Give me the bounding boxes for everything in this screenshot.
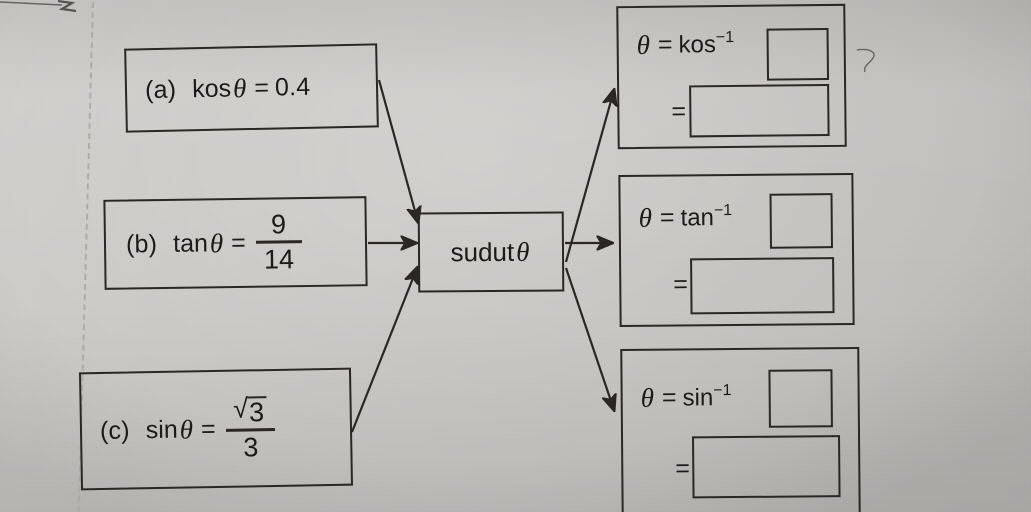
input-b-equals: = (230, 228, 246, 257)
center-node-label: sudut (450, 236, 515, 267)
stray-pencil-mark-top-right (855, 46, 895, 80)
output-kos-equals: = (657, 30, 673, 59)
input-c-numerator: √3 (225, 393, 275, 429)
input-c-radicand: 3 (247, 396, 268, 427)
output-kos-exponent: −1 (715, 28, 735, 46)
input-box-b[interactable]: (b) tan θ = 9 14 (103, 196, 368, 290)
output-sin-answer-blank-2[interactable] (692, 435, 841, 499)
output-tan-second-equals: = (673, 270, 689, 299)
input-a-marker: (a) (144, 75, 177, 104)
output-kos-answer-blank-1[interactable] (766, 27, 830, 81)
input-a-value: 0.4 (274, 72, 311, 102)
center-node-sudut[interactable]: sudut θ (417, 211, 565, 293)
output-sin-exponent: −1 (713, 381, 732, 399)
input-c-marker: (c) (99, 416, 131, 445)
input-c-equals: = (200, 414, 216, 443)
output-sin-line1: θ = sin−1 (639, 382, 732, 414)
input-a-function: kos (191, 73, 232, 103)
input-a-equals: = (254, 73, 270, 102)
input-a-theta-symbol: θ (232, 72, 247, 103)
output-kos-answer-blank-2[interactable] (689, 83, 830, 138)
input-c-denominator: 3 (243, 432, 259, 463)
input-box-c[interactable]: (c) sin θ = √3 3 (78, 367, 354, 491)
output-sin-theta-symbol: θ (640, 382, 655, 413)
input-c-function: sin (145, 415, 178, 444)
input-b-theta-symbol: θ (209, 227, 224, 258)
output-kos-line1: θ = kos−1 (635, 28, 735, 61)
input-b-function: tan (172, 228, 209, 258)
input-box-a[interactable]: (a) kos θ = 0.4 (124, 43, 379, 133)
output-sin-function: sin (682, 383, 714, 412)
output-box-tan[interactable]: θ = tan−1 = (618, 172, 855, 328)
output-tan-exponent: −1 (713, 201, 733, 219)
output-tan-function: tan (680, 203, 715, 231)
center-node-theta-symbol: θ (516, 236, 530, 267)
stray-pencil-mark-top-left (0, 0, 96, 14)
input-b-marker: (b) (125, 229, 158, 259)
output-kos-function: kos (678, 30, 717, 59)
output-tan-equals: = (659, 203, 675, 232)
output-box-sin[interactable]: θ = sin−1 = (620, 346, 861, 512)
output-tan-theta-symbol: θ (638, 202, 653, 233)
output-box-kos[interactable]: θ = kos−1 = (616, 3, 847, 150)
input-c-theta-symbol: θ (179, 413, 194, 445)
output-tan-answer-blank-2[interactable] (690, 257, 835, 315)
input-b-fraction: 9 14 (255, 209, 302, 275)
output-tan-answer-blank-1[interactable] (769, 193, 833, 249)
output-sin-equals: = (661, 383, 677, 412)
output-kos-theta-symbol: θ (636, 29, 651, 60)
radical-glyph: √ (232, 393, 249, 424)
input-b-denominator: 14 (263, 244, 295, 275)
input-c-fraction: √3 3 (225, 393, 276, 463)
output-sin-second-equals: = (675, 454, 691, 483)
input-b-numerator: 9 (270, 209, 287, 240)
output-kos-line2: = (665, 97, 692, 126)
square-root-icon: √3 (232, 393, 268, 427)
output-tan-line1: θ = tan−1 (637, 202, 733, 234)
output-sin-answer-blank-1[interactable] (768, 369, 833, 428)
output-kos-second-equals: = (671, 97, 687, 126)
